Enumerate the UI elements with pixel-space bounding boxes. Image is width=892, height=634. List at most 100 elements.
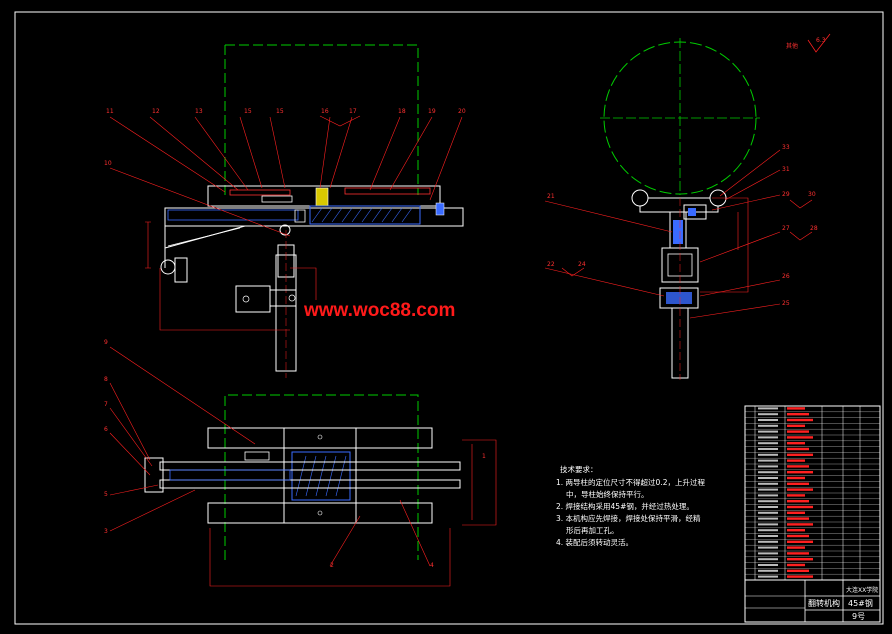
svg-text:6.3: 6.3 [816, 37, 826, 44]
parts-list-entry-mark [787, 488, 813, 491]
balloon: 13 [195, 108, 203, 115]
parts-list-code-mark [758, 424, 778, 427]
notes-line: 3. 本机构应先焊接，焊接处保持平滑，经精 [556, 513, 701, 523]
plan-view-balloons: 9 8 7 6 5 4 3 2 1 [104, 339, 486, 569]
company-name: 大连XX学院 [846, 586, 878, 594]
balloon: 8 [104, 376, 108, 383]
parts-list-code-mark [758, 413, 778, 416]
notes-title: 技术要求： [560, 464, 598, 474]
parts-list-code-mark [758, 465, 778, 468]
parts-list-code-mark [758, 494, 778, 497]
parts-list-entry-mark [787, 453, 813, 456]
side-view-balloons: 33 31 29 30 21 27 28 22 24 26 25 [547, 144, 818, 307]
parts-list-code-mark [758, 506, 778, 508]
balloon: 4 [430, 562, 434, 569]
parts-list-entry-mark [787, 430, 809, 433]
balloon: 24 [578, 261, 586, 268]
parts-list-code-mark [758, 552, 778, 555]
balloon: 29 [782, 191, 790, 198]
balloon: 2 [330, 562, 334, 569]
parts-list-entry-mark [787, 529, 805, 532]
watermark: www.woc88.com [303, 300, 455, 321]
title-block: 大连XX学院 翻转机构 45#钢 9号 [744, 405, 881, 623]
parts-list-code-mark [758, 529, 778, 532]
balloon: 10 [104, 160, 112, 167]
balloon: 27 [782, 225, 790, 232]
parts-list-code-mark [758, 436, 778, 439]
parts-list-entry-mark [787, 500, 809, 503]
balloon: 20 [458, 108, 466, 115]
balloon: 22 [547, 261, 555, 268]
balloon: 19 [428, 108, 436, 115]
parts-list-entry-mark [787, 540, 813, 543]
front-view-balloons: 11 12 13 15 15 16 17 18 19 20 10 [104, 108, 466, 167]
parts-list-code-mark [758, 459, 778, 462]
balloon: 26 [782, 273, 790, 280]
parts-list-entry-mark [787, 546, 805, 549]
parts-list-code-mark [758, 453, 778, 456]
parts-list-code-mark [758, 575, 778, 578]
material: 45#钢 [848, 598, 873, 608]
balloon: 18 [398, 108, 406, 115]
parts-list-code-mark [758, 482, 778, 485]
parts-list-code-mark [758, 517, 778, 520]
balloon: 15 [244, 108, 252, 115]
side-view: 33 31 29 30 21 27 28 22 24 26 25 [544, 38, 818, 380]
balloon: 5 [104, 491, 108, 498]
balloon: 16 [321, 108, 329, 115]
notes-line: 2. 焊接结构采用45#钢，并经过热处理。 [556, 501, 694, 511]
parts-list-entry-mark [787, 459, 805, 462]
parts-list-code-mark [758, 558, 778, 561]
other-label: 其他 [786, 42, 798, 50]
parts-list-code-mark [758, 569, 778, 572]
balloon: 17 [349, 108, 357, 115]
parts-list-code-mark [758, 535, 778, 537]
notes-line: 4. 装配后须转动灵活。 [556, 537, 633, 547]
parts-list-grid [745, 406, 880, 580]
parts-list-code-mark [758, 471, 778, 474]
parts-list-entry-mark [787, 471, 813, 474]
parts-list-entry-mark [787, 517, 809, 520]
parts-list-entry-mark [787, 505, 813, 509]
notes-line: 中，导柱始终保持平行。 [566, 489, 649, 499]
parts-list-code-mark [758, 407, 778, 410]
parts-list-entry-mark [787, 482, 809, 485]
plan-view: 9 8 7 6 5 4 3 2 1 [104, 339, 497, 587]
balloon: 33 [782, 144, 790, 151]
balloon: 21 [547, 193, 555, 200]
parts-list-entry-mark [787, 465, 809, 468]
notes-line: 形后再加工孔。 [566, 525, 619, 535]
balloon: 12 [152, 108, 160, 115]
parts-list-code-mark [758, 488, 778, 491]
parts-list-code-mark [758, 523, 778, 526]
drawing-frame [14, 11, 884, 625]
balloon: 7 [104, 401, 108, 408]
parts-list-code-mark [758, 546, 778, 549]
parts-list-entry-mark [787, 558, 813, 561]
parts-list-code-mark [758, 430, 778, 433]
front-view: 11 12 13 15 15 16 17 18 19 20 10 [104, 44, 466, 378]
assembly-name: 翻转机构 [808, 598, 840, 608]
parts-list-entry-mark [787, 407, 805, 410]
parts-list-entry-mark [787, 447, 809, 451]
balloon: 6 [104, 426, 108, 433]
parts-list-entry-mark [787, 523, 813, 526]
parts-list-code-mark [758, 511, 778, 514]
parts-list-code-mark [758, 540, 778, 543]
parts-list-entry-mark [787, 575, 813, 578]
balloon: 30 [808, 191, 816, 198]
parts-list-entry-mark [787, 511, 805, 514]
parts-list-code-mark [758, 442, 778, 445]
balloon: 28 [810, 225, 818, 232]
parts-list-entry-mark [787, 552, 809, 555]
balloon: 9 [104, 339, 108, 346]
balloon: 15 [276, 108, 284, 115]
parts-list-code-mark [758, 419, 778, 421]
technical-notes: 技术要求： 1. 两导柱的定位尺寸不得超过0.2，上升过程 中，导柱始终保持平行… [556, 464, 705, 547]
parts-list-entry-mark [787, 569, 809, 572]
parts-list-entry-mark [787, 494, 805, 497]
surface-roughness-mark: 其他 6.3 [786, 33, 831, 53]
parts-list-code-mark [758, 500, 778, 503]
balloon: 31 [782, 166, 790, 173]
